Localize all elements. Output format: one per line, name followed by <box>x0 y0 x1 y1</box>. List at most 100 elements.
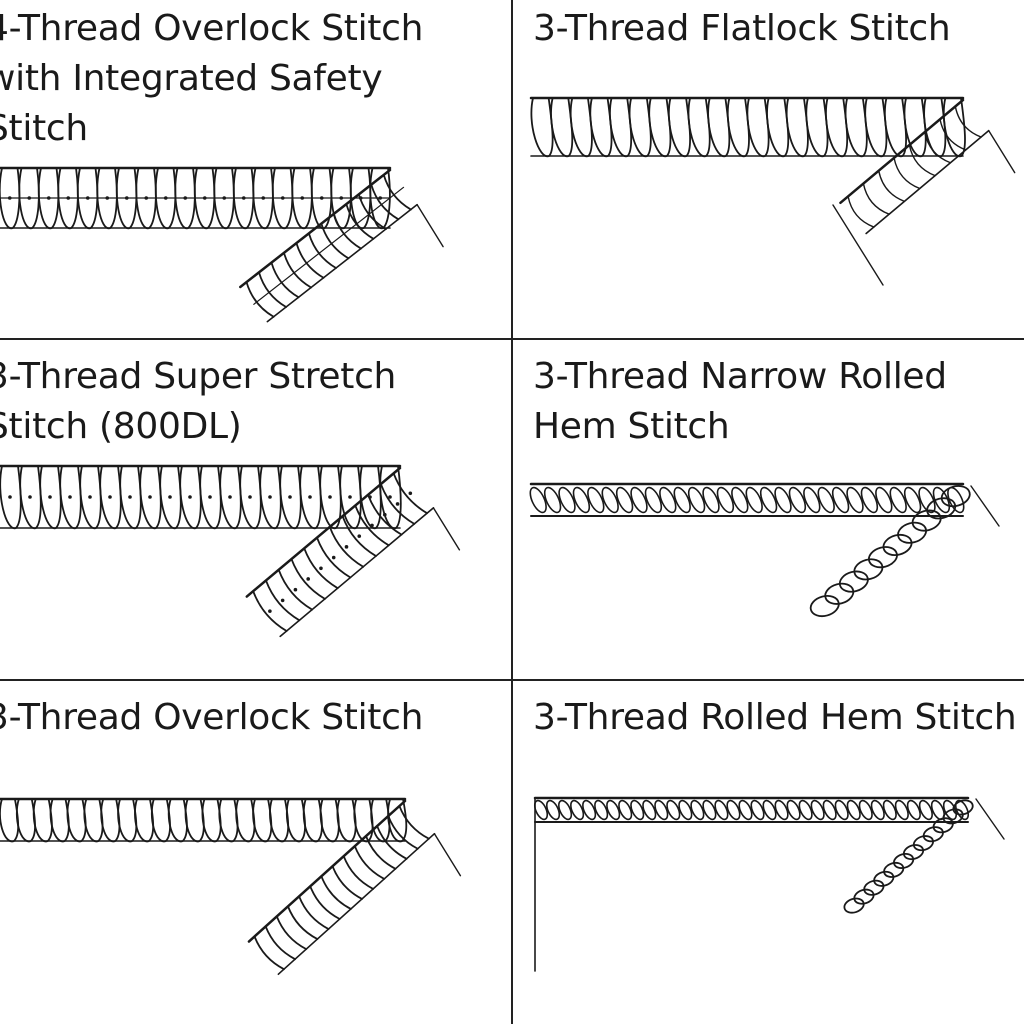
needle-point <box>319 196 324 200</box>
stitch-loop <box>285 798 306 843</box>
stitch-loop <box>245 281 275 318</box>
stitch-loop <box>184 798 205 843</box>
rolled-bead <box>870 799 885 821</box>
horizontal-divider-top <box>0 338 1024 340</box>
rolled-bead <box>570 799 585 821</box>
needle-point <box>144 196 149 200</box>
stitch-loop <box>252 590 288 632</box>
stitch-loop <box>32 798 53 843</box>
needle-point <box>46 196 51 200</box>
rolled-bead <box>912 835 934 852</box>
stitch-loop <box>345 203 375 240</box>
rolled-bead <box>690 799 705 821</box>
rolled-bead <box>860 486 879 514</box>
stitch-loop <box>320 875 352 910</box>
needle-point <box>288 495 292 499</box>
rolled-bead <box>731 486 749 514</box>
stitch-loop <box>628 97 652 157</box>
stitch-loop <box>15 798 36 843</box>
stitch-loop <box>298 895 330 930</box>
thread-tail <box>432 507 461 551</box>
rolled-bead <box>952 799 974 816</box>
needle-point <box>395 502 400 506</box>
needle-point <box>388 495 392 499</box>
stitch-loop <box>942 97 966 157</box>
needle-point <box>280 196 285 200</box>
seam-edge-line <box>266 203 418 323</box>
needle-point <box>248 495 252 499</box>
stitch-loop <box>746 97 770 157</box>
needle-point <box>163 196 168 200</box>
stitch-loop <box>341 515 377 557</box>
stitch-loop <box>83 798 104 843</box>
panel-title: 3-Thread Overlock Stitch <box>0 697 424 738</box>
rolled-bead <box>810 799 825 821</box>
stitch-loop <box>370 183 400 221</box>
needle-point <box>241 196 246 200</box>
rolled-bead <box>615 486 634 514</box>
seam-edge-line <box>247 799 407 943</box>
rolled-bead <box>911 509 942 532</box>
needle-point <box>319 566 323 571</box>
rolled-bead <box>809 595 840 618</box>
rolled-bead <box>918 799 933 821</box>
rolled-bead <box>606 799 621 821</box>
stitch-loop <box>342 855 375 890</box>
needle-point <box>222 196 227 200</box>
stitch-loop <box>353 845 386 880</box>
stitch-loop <box>893 157 921 190</box>
stitch-loop <box>302 798 323 843</box>
panel-three-thread-super-stretch: 3-Thread Super Stretch Stitch (800DL) <box>0 340 511 679</box>
needle-point <box>8 495 12 499</box>
stitch-loop <box>367 493 403 536</box>
stitch-loop <box>316 536 352 579</box>
stitch-loop <box>379 465 402 529</box>
rolled-bead <box>883 861 905 878</box>
rolled-bead <box>582 799 597 821</box>
stitch-loop <box>252 798 273 843</box>
rolled-bead <box>716 486 735 514</box>
needle-point <box>268 495 272 499</box>
seam-edge-line <box>865 129 990 235</box>
stitch-loop <box>392 472 428 515</box>
stitch-loop <box>707 97 731 157</box>
needle-point <box>7 196 12 200</box>
stitch-loop <box>387 815 419 850</box>
rolled-bead <box>545 799 561 821</box>
stitch-loop <box>939 118 967 151</box>
rolled-bead <box>875 486 893 514</box>
rolled-bead <box>630 486 648 514</box>
stitch-loop <box>908 144 936 177</box>
needle-point <box>148 495 152 499</box>
needle-point <box>88 495 92 499</box>
stitch-loop <box>376 825 408 860</box>
stitch-loop <box>332 212 362 250</box>
stitch-loop <box>825 97 849 157</box>
rolled-bead <box>882 533 913 556</box>
rolled-bead <box>926 497 957 520</box>
four-thread-overlock-safety-diagram <box>0 166 444 323</box>
stitch-loop <box>954 105 982 138</box>
rolled-bead <box>529 486 547 514</box>
rolled-bead <box>853 888 875 905</box>
needle-point <box>308 495 312 499</box>
stitch-loop <box>319 798 340 843</box>
stitch-loop <box>370 798 391 843</box>
rolled-bead <box>587 486 605 514</box>
rolled-bead <box>702 799 717 821</box>
needle-point <box>208 495 212 499</box>
panel-four-thread-overlock-safety: 4-Thread Overlock Stitch with Integrated… <box>0 0 511 338</box>
needle-point <box>188 495 192 499</box>
needle-point <box>124 196 129 200</box>
needle-point <box>66 196 71 200</box>
rolled-bead <box>863 879 885 896</box>
needle-point <box>48 495 52 499</box>
panel-three-thread-flatlock: 3-Thread Flatlock Stitch <box>513 0 1024 338</box>
stitch-loop <box>287 905 319 940</box>
panel-title: 3-Thread Narrow Rolled Hem Stitch <box>533 356 947 447</box>
seam-edge-line <box>277 832 436 976</box>
stitch-loop <box>275 915 308 951</box>
rolled-bead <box>774 799 789 821</box>
seam-edge-line <box>839 98 965 205</box>
stitch-loop <box>766 97 790 157</box>
